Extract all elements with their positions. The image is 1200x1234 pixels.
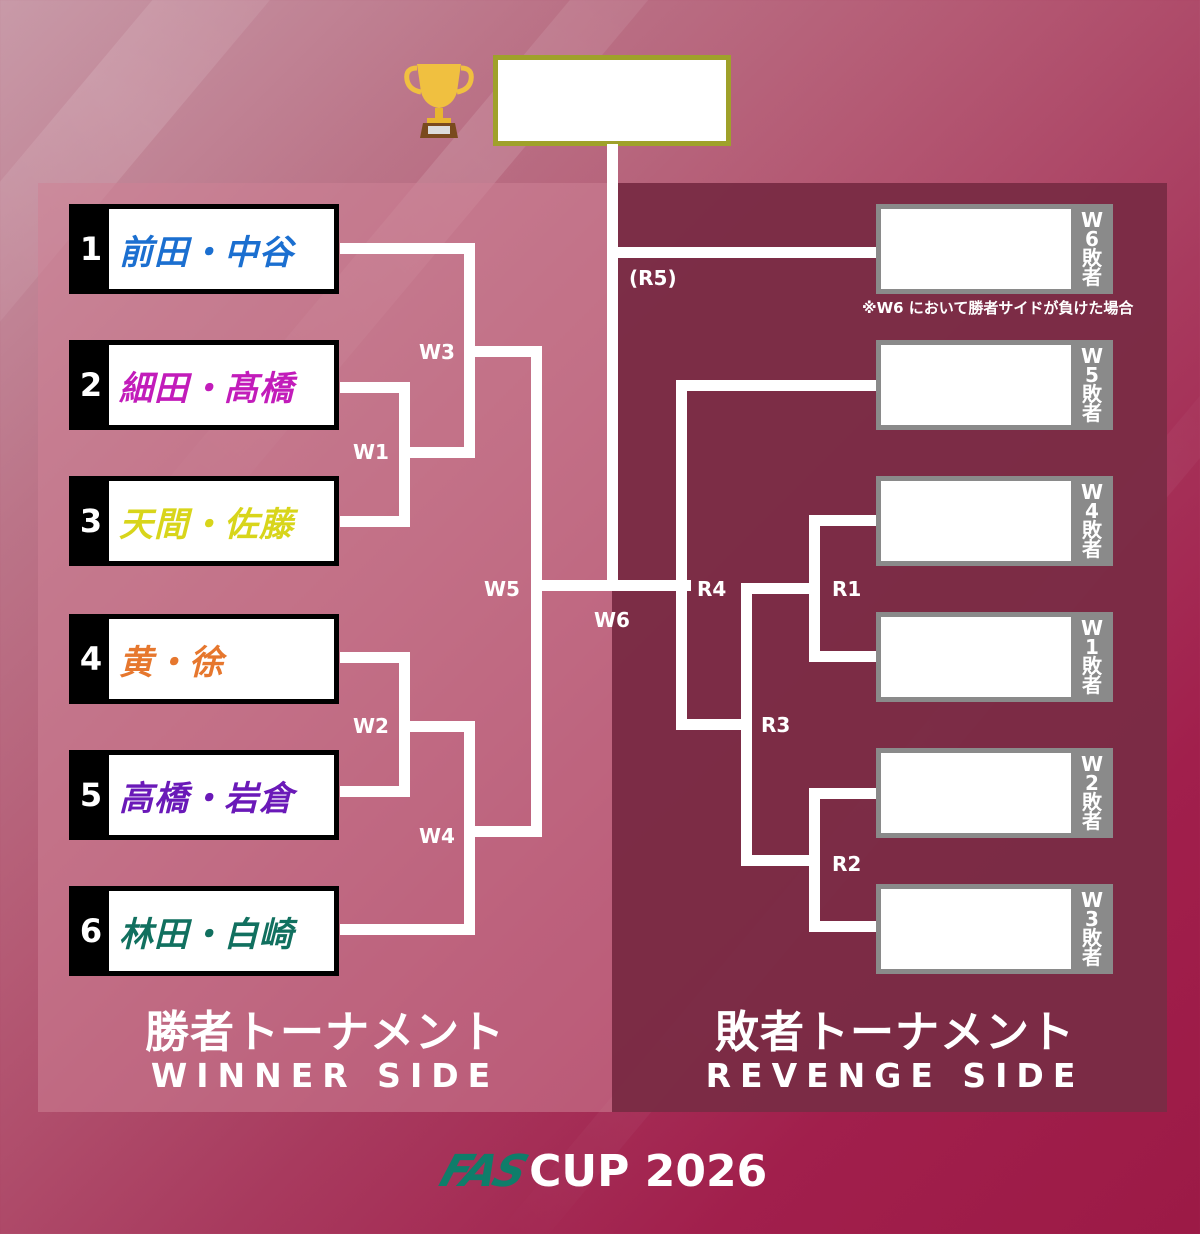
team-4: 4 黄・徐 xyxy=(69,614,339,704)
slot-blank xyxy=(881,617,1071,697)
slot-blank xyxy=(881,753,1071,833)
bracket-line xyxy=(464,346,542,357)
team-seed: 3 xyxy=(79,502,103,540)
logo-cup-year: CUP 2026 xyxy=(529,1146,768,1197)
bracket-line xyxy=(607,144,618,591)
team-3: 3 天間・佐藤 xyxy=(69,476,339,566)
bracket-line xyxy=(809,788,820,932)
bracket-line xyxy=(809,515,820,662)
match-label-w4: W4 xyxy=(419,824,455,848)
match-label-w3: W3 xyxy=(419,340,455,364)
bracket-line xyxy=(340,786,410,797)
team-name: 林田・白崎 xyxy=(109,891,334,971)
bracket-line xyxy=(676,380,687,730)
slot-blank xyxy=(881,209,1071,289)
team-seed: 1 xyxy=(79,230,103,268)
team-name: 細田・髙橋 xyxy=(109,345,334,425)
match-label-r4: R4 xyxy=(697,577,727,601)
bracket-line xyxy=(464,826,542,837)
match-label-w1: W1 xyxy=(353,440,389,464)
team-name: 黄・徐 xyxy=(109,619,334,699)
team-1: 1 前田・中谷 xyxy=(69,204,339,294)
match-label-w5: W5 xyxy=(484,577,520,601)
r5-condition-note: ※W6 において勝者サイドが負けた場合 xyxy=(862,299,1134,317)
bracket-line xyxy=(676,719,751,730)
team-name: 天間・佐藤 xyxy=(109,481,334,561)
bracket-line xyxy=(340,924,475,935)
team-seed: 4 xyxy=(79,640,103,678)
team-2: 2 細田・髙橋 xyxy=(69,340,339,430)
fas-cup-logo: FAS CUP 2026 xyxy=(434,1146,768,1197)
team-seed: 6 xyxy=(79,912,103,950)
revenge-side-title-jp: 敗者トーナメント xyxy=(715,1007,1075,1058)
team-seed: 5 xyxy=(79,776,103,814)
slot-blank xyxy=(881,889,1071,969)
bracket-line xyxy=(340,652,410,663)
bracket-line xyxy=(741,855,819,866)
team-name: 前田・中谷 xyxy=(109,209,334,289)
winner-side-title-en: WINNER SIDE xyxy=(150,1056,500,1095)
slot-blank xyxy=(881,481,1071,561)
bracket-line xyxy=(531,346,542,837)
bracket-line xyxy=(809,515,879,526)
match-label-w2: W2 xyxy=(353,714,389,738)
bracket-line xyxy=(399,447,475,458)
team-seed: 2 xyxy=(79,366,103,404)
revenge-side-title: 敗者トーナメント REVENGE SIDE xyxy=(680,1008,1110,1094)
bracket-line xyxy=(809,921,879,932)
bracket-line xyxy=(741,583,819,594)
logo-fas: FAS xyxy=(433,1146,532,1197)
team-5: 5 高橋・岩倉 xyxy=(69,750,339,840)
bracket-line xyxy=(809,651,879,662)
bracket-line xyxy=(340,243,475,254)
match-label-r1: R1 xyxy=(832,577,862,601)
revenge-side-title-en: REVENGE SIDE xyxy=(705,1056,1085,1095)
match-label-r5: (R5) xyxy=(629,266,677,290)
winner-side-title-jp: 勝者トーナメント xyxy=(145,1007,505,1058)
trophy-icon xyxy=(403,58,475,140)
bracket-line xyxy=(340,382,410,393)
team-6: 6 林田・白崎 xyxy=(69,886,339,976)
match-label-r3: R3 xyxy=(761,713,791,737)
bracket-line xyxy=(340,516,410,527)
bracket-line xyxy=(607,247,879,258)
slot-blank xyxy=(881,345,1071,425)
match-label-r2: R2 xyxy=(832,852,862,876)
champion-slot xyxy=(493,55,731,146)
team-name: 高橋・岩倉 xyxy=(109,755,334,835)
bracket-line xyxy=(741,583,752,865)
bracket-line xyxy=(399,721,475,732)
bracket-line xyxy=(676,380,879,391)
winner-side-title: 勝者トーナメント WINNER SIDE xyxy=(100,1008,550,1094)
match-label-w6: W6 xyxy=(594,608,630,632)
bracket-line xyxy=(809,788,879,799)
